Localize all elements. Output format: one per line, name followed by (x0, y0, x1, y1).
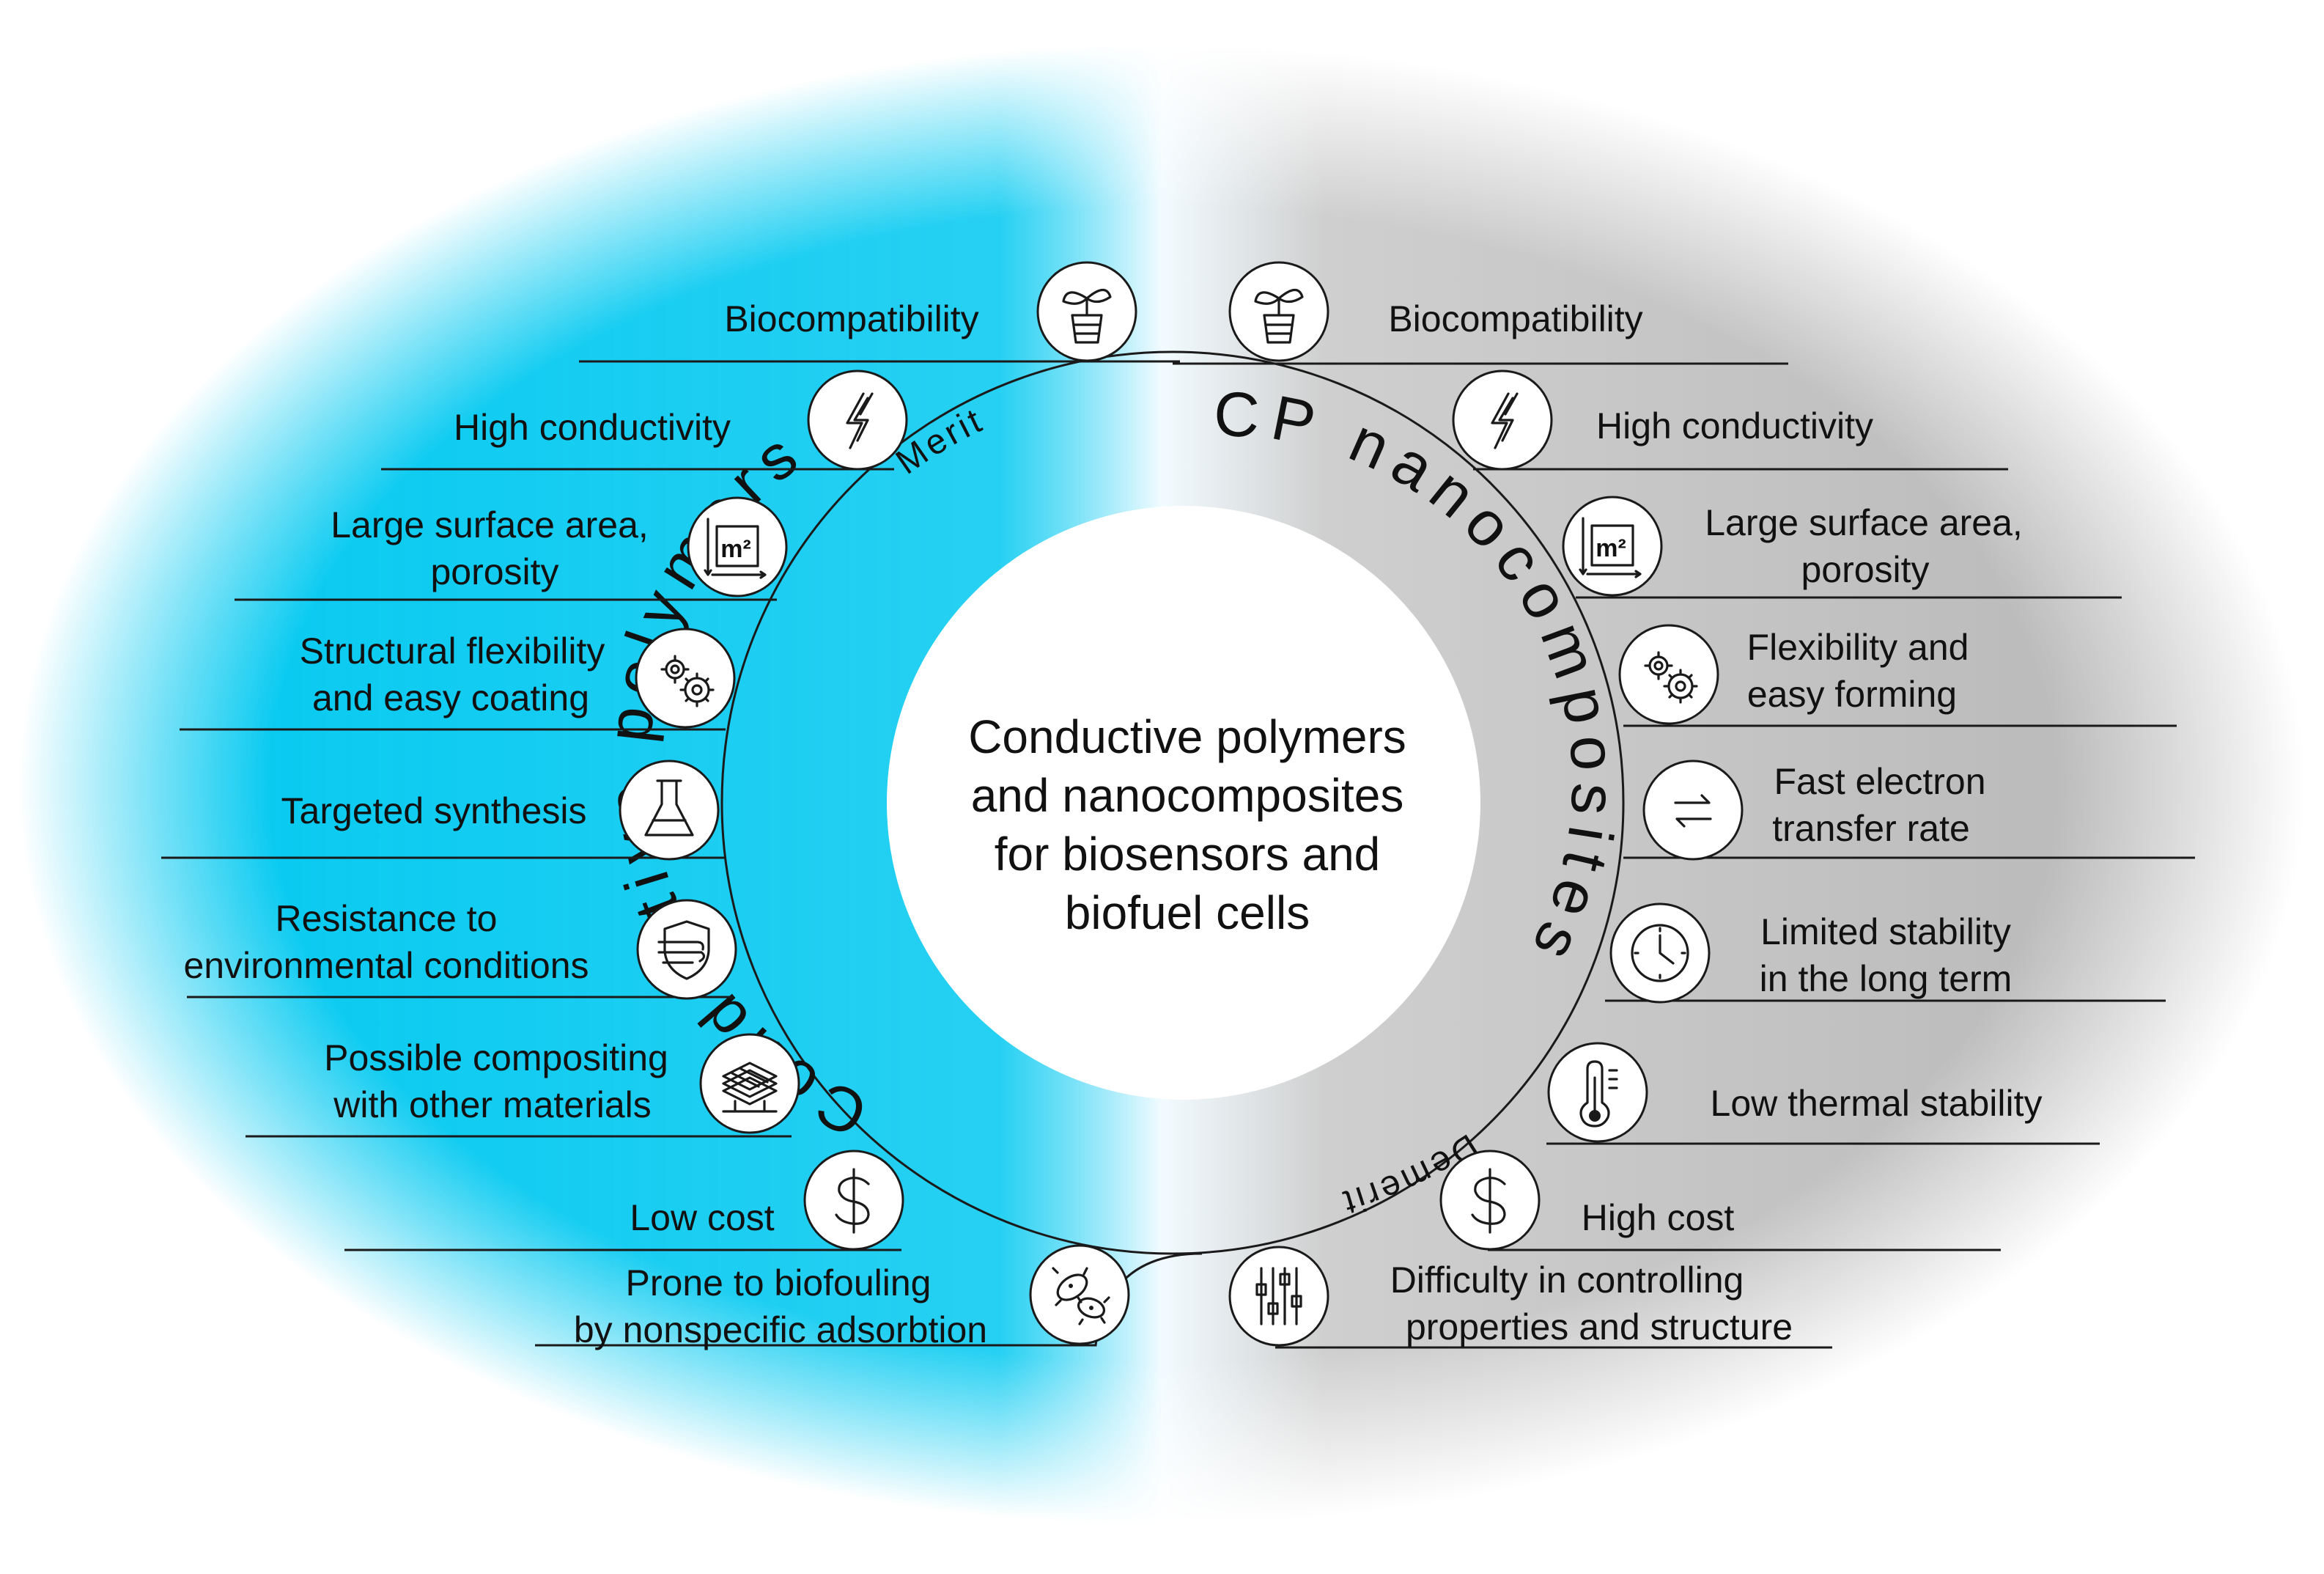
plant-icon (1036, 261, 1137, 362)
left-item-1-label: Biocompatibility (724, 298, 978, 339)
flask-icon (619, 760, 720, 861)
svg-text:m²: m² (720, 535, 751, 563)
layers-icon (699, 1033, 800, 1134)
center-line-3: for biosensors and (995, 828, 1381, 880)
lightning-icon (807, 369, 908, 471)
center-line-4: biofuel cells (1065, 886, 1310, 939)
right-item-4-line-1: Flexibility and (1747, 627, 1969, 668)
plant-icon (1228, 261, 1329, 362)
left-item-8-label: Low cost (630, 1197, 774, 1238)
left-item-3-line-1: Large surface area, (331, 504, 649, 545)
right-item-4-line-2: easy forming (1747, 674, 1957, 715)
svg-text:m²: m² (1596, 534, 1626, 562)
left-item-4-line-1: Structural flexibility (300, 630, 605, 672)
right-item-5-line-2: transfer rate (1772, 808, 1970, 849)
gears-icon (635, 628, 736, 729)
left-item-5-label: Targeted synthesis (281, 790, 587, 831)
right-item-3-line-2: porosity (1801, 549, 1929, 590)
right-item-1-label: Biocompatibility (1388, 298, 1642, 339)
left-item-6-line-2: environmental conditions (183, 945, 589, 986)
sliders-icon (1228, 1246, 1329, 1347)
left-item-7-line-2: with other materials (333, 1084, 652, 1125)
center-disc (887, 506, 1480, 1100)
center-line-1: Conductive polymers (968, 710, 1406, 763)
right-item-6-line-2: in the long term (1760, 958, 2013, 999)
right-item-2-label: High conductivity (1596, 405, 1873, 446)
right-item-5-line-1: Fast electron (1774, 761, 1985, 802)
area-m2-icon: m² (687, 496, 788, 597)
clock-icon (1609, 902, 1711, 1004)
left-item-4-line-2: and easy coating (312, 677, 589, 718)
lightning-icon (1452, 369, 1553, 471)
right-item-6-line-1: Limited stability (1760, 911, 2011, 952)
left-item-6-line-1: Resistance to (276, 898, 498, 939)
right-item-9-line-2: properties and structure (1406, 1306, 1793, 1347)
right-labels: Biocompatibility High conductivity Large… (1388, 298, 2042, 1347)
transfer-arrows-icon (1642, 760, 1744, 861)
left-labels: Biocompatibility High conductivity Large… (183, 298, 987, 1350)
left-item-3-line-2: porosity (430, 551, 558, 592)
area-m2-icon: m² (1562, 496, 1663, 597)
thermometer-icon (1547, 1042, 1648, 1143)
shield-wind-icon (636, 899, 737, 1000)
outer-ring (720, 350, 1625, 1255)
center-title: Conductive polymers and nanocomposites f… (968, 710, 1406, 939)
left-item-7-line-1: Possible compositing (324, 1037, 668, 1078)
right-item-8-label: High cost (1582, 1197, 1735, 1238)
gears-icon (1618, 624, 1719, 725)
right-item-7-label: Low thermal stability (1711, 1083, 2043, 1124)
left-rules (161, 360, 1203, 1347)
bacteria-icon (1029, 1244, 1130, 1345)
left-item-2-label: High conductivity (454, 407, 731, 448)
right-rules (1173, 362, 2195, 1349)
right-item-3-line-1: Large surface area, (1705, 502, 2023, 543)
left-item-9-line-2: by nonspecific adsorbtion (574, 1309, 987, 1350)
left-item-9-line-1: Prone to biofouling (626, 1262, 932, 1303)
right-item-9-line-1: Difficulty in controlling (1390, 1259, 1744, 1301)
dollar-icon (803, 1150, 904, 1251)
center-line-2: and nanocomposites (971, 769, 1404, 822)
dollar-icon (1439, 1150, 1541, 1251)
